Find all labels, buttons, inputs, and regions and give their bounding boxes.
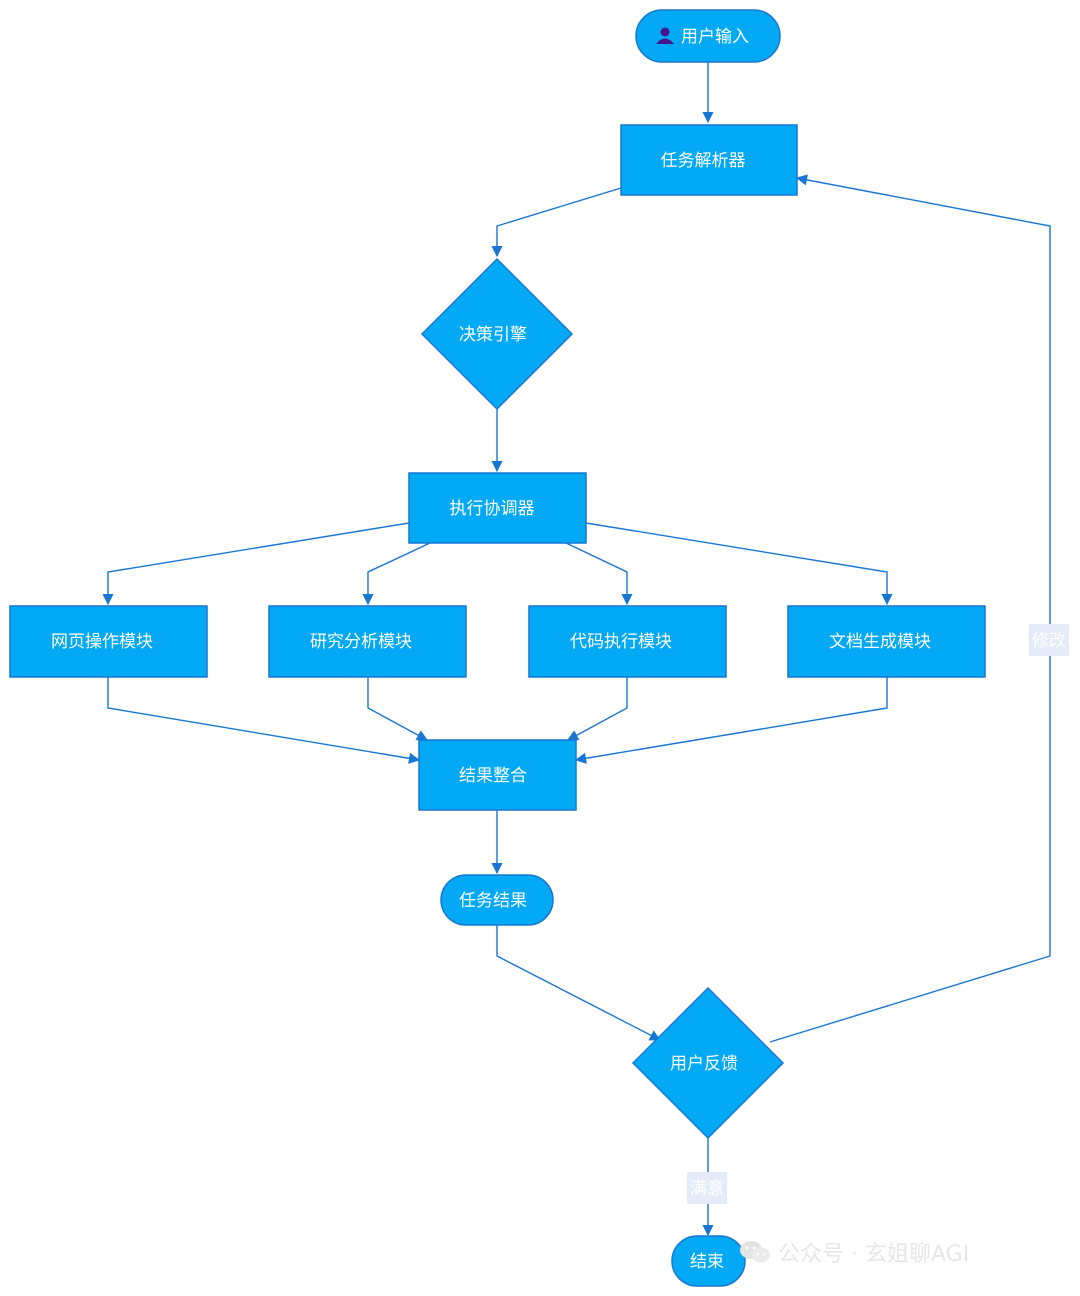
node-task-parser[interactable]: 任务解析器 [620,124,798,196]
user-icon [656,27,674,44]
node-end-label: 结束 [690,1252,724,1272]
edge-feedback-to-parser-modify [769,174,1051,1043]
node-task-result-label: 任务结果 [459,891,527,911]
edge-coordinator-to-code [565,542,633,606]
wechat-icon [740,1241,770,1263]
watermark: 公众号 · 玄姐聊AGI [738,1232,1058,1272]
node-task-result[interactable]: 任务结果 [440,874,554,926]
node-result-merge-label: 结果整合 [459,766,527,786]
node-code-module-label: 代码执行模块 [570,632,672,652]
edge-label-modify: 修改 [1029,624,1069,656]
edge-code-to-merge [567,677,628,741]
node-doc-module-label: 文档生成模块 [829,632,931,652]
node-decision-engine-label: 决策引擎 [459,325,527,345]
watermark-text: 公众号 · 玄姐聊AGI [778,1242,970,1267]
edge-web-to-merge [107,677,421,764]
node-exec-coordinator[interactable]: 执行协调器 [408,472,587,544]
node-doc-module[interactable]: 文档生成模块 [787,605,986,678]
node-end[interactable]: 结束 [671,1235,746,1287]
edge-coordinator-to-web [102,522,410,606]
node-research-module[interactable]: 研究分析模块 [268,605,467,678]
node-user-input[interactable]: 用户输入 [635,9,781,63]
node-code-module[interactable]: 代码执行模块 [528,605,727,678]
edge-coordinator-to-doc [585,522,893,606]
node-user-feedback[interactable]: 用户反馈 [631,986,785,1140]
node-task-parser-label: 任务解析器 [661,151,746,171]
edge-label-satisfied-text: 满意 [690,1179,724,1199]
edge-research-to-merge [367,677,428,741]
node-decision-engine[interactable]: 决策引擎 [420,257,574,411]
edge-result-to-feedback [496,925,661,1041]
edge-parser-to-decision [491,187,622,258]
node-user-input-label: 用户输入 [681,27,749,47]
node-user-feedback-label: 用户反馈 [670,1054,738,1074]
node-web-module[interactable]: 网页操作模块 [9,605,208,678]
node-exec-coordinator-label: 执行协调器 [450,499,535,519]
node-research-module-label: 研究分析模块 [310,632,412,652]
edge-label-satisfied: 满意 [687,1172,727,1204]
edge-label-modify-text: 修改 [1032,631,1066,651]
edge-doc-to-merge [574,677,888,764]
edge-coordinator-to-research [362,542,431,606]
node-web-module-label: 网页操作模块 [51,632,153,652]
node-result-merge[interactable]: 结果整合 [418,739,577,811]
